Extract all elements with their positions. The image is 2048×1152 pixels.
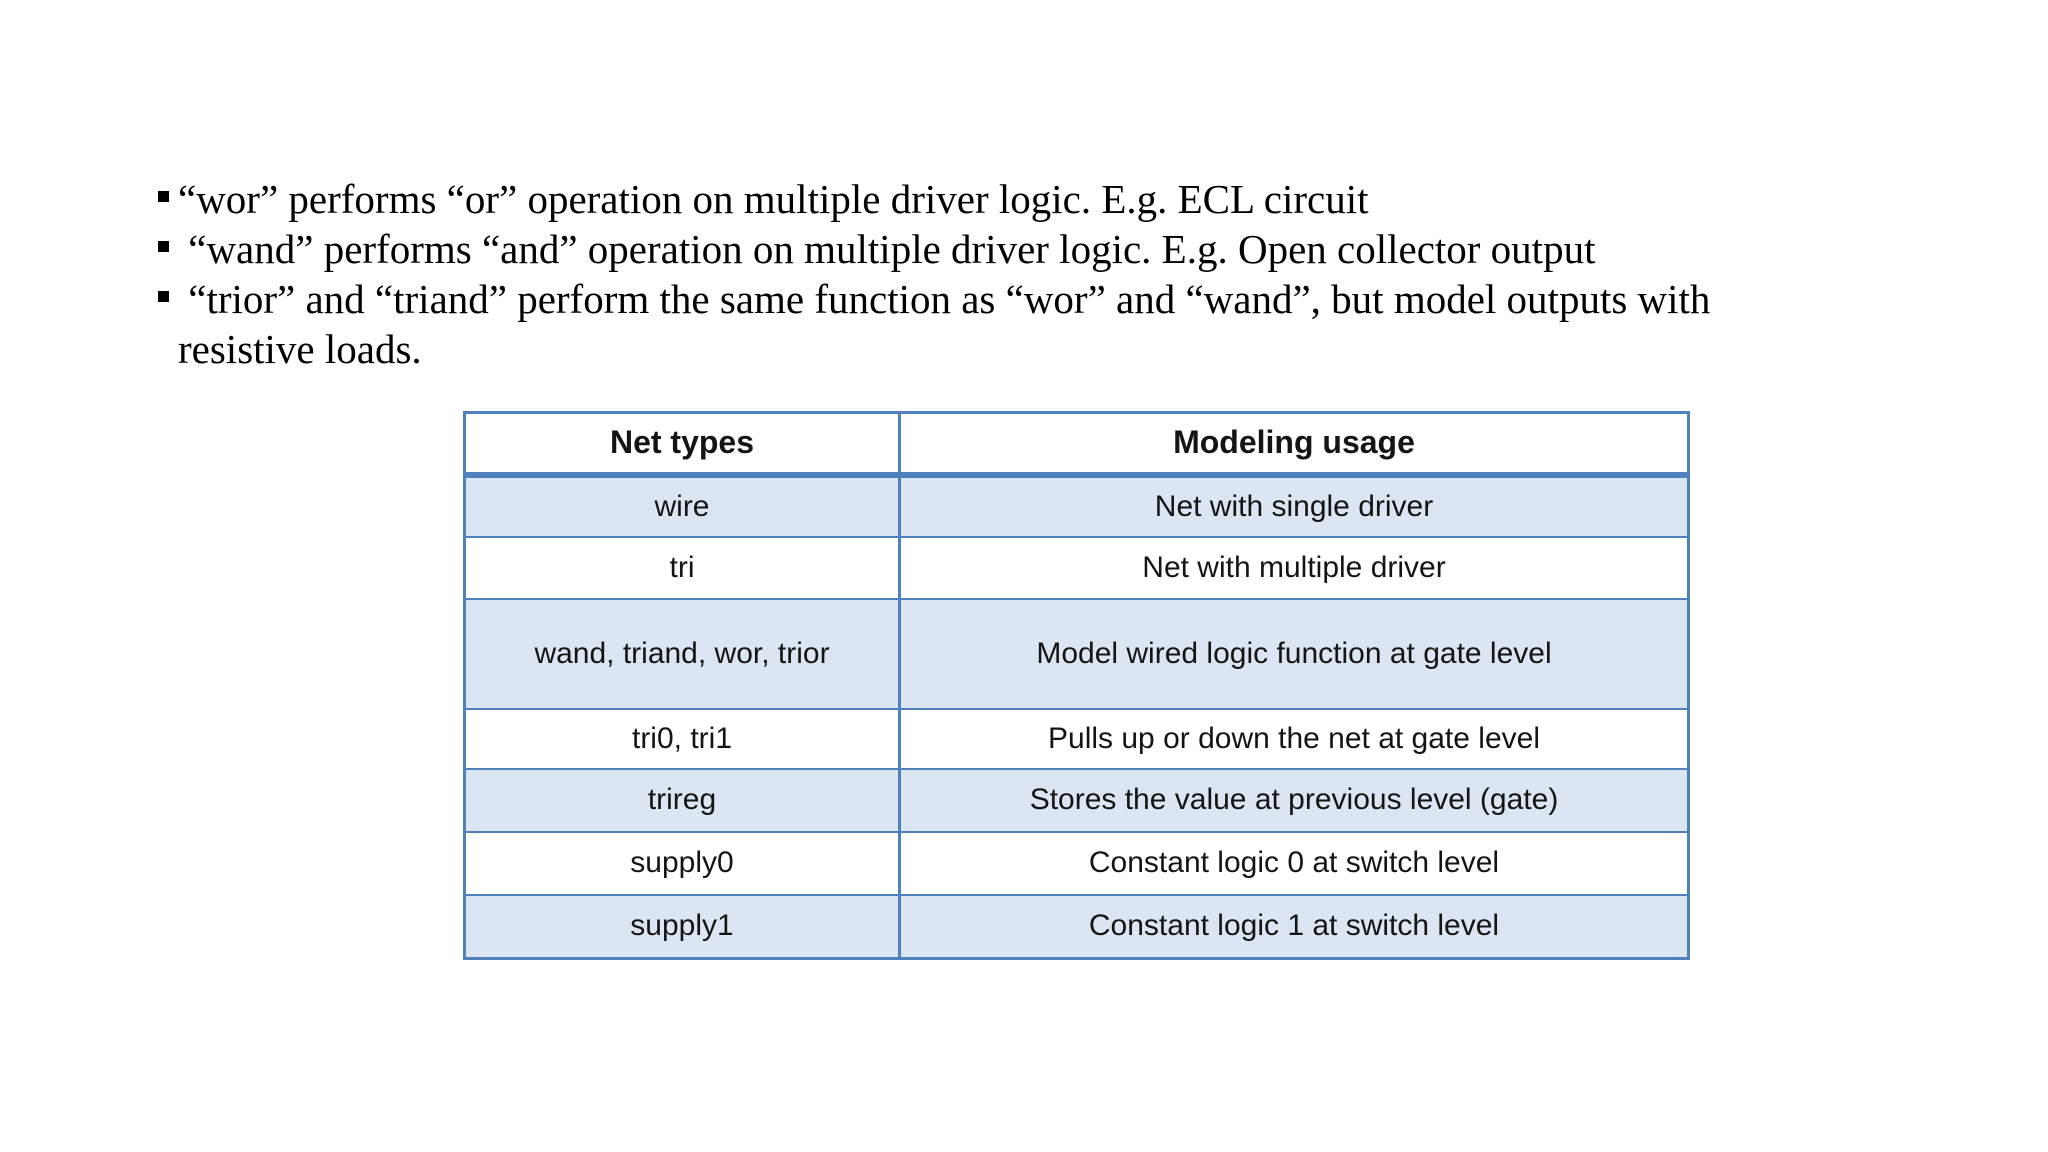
usage-cell: Model wired logic function at gate level: [898, 597, 1690, 710]
table-row-wand-triand-wor-trior: wand, triand, wor, trior Model wired log…: [463, 597, 1690, 710]
bullet-text-trior-triand: “trior” and “triand” perform the same fu…: [178, 274, 1710, 374]
usage-cell: Net with single driver: [898, 473, 1690, 538]
net-type-cell: supply1: [463, 893, 901, 960]
square-bullet-icon: [158, 191, 169, 202]
col-header-net-types: Net types: [463, 411, 901, 478]
net-type-cell: wand, triand, wor, trior: [463, 597, 901, 710]
bullet-item-wor: “wor” performs “or” operation on multipl…: [158, 174, 1878, 224]
bullet-list: “wor” performs “or” operation on multipl…: [158, 174, 1878, 374]
bullet-item-trior-triand: “trior” and “triand” perform the same fu…: [158, 274, 1878, 374]
bullet-line-2: resistive loads.: [178, 326, 422, 372]
net-type-cell: tri: [463, 535, 901, 600]
net-type-cell: supply0: [463, 830, 901, 896]
table-row-trireg: trireg Stores the value at previous leve…: [463, 767, 1690, 833]
net-types-table: Net types Modeling usage wire Net with s…: [463, 411, 1690, 960]
usage-cell: Constant logic 1 at switch level: [898, 893, 1690, 960]
usage-cell: Pulls up or down the net at gate level: [898, 707, 1690, 770]
table-header-row: Net types Modeling usage: [463, 411, 1690, 478]
bullet-text-wand: “wand” performs “and” operation on multi…: [178, 226, 1596, 272]
net-type-cell: wire: [463, 473, 901, 538]
bullet-line-1: “trior” and “triand” perform the same fu…: [178, 276, 1711, 322]
table-row-tri: tri Net with multiple driver: [463, 535, 1690, 600]
usage-cell: Constant logic 0 at switch level: [898, 830, 1690, 896]
net-type-cell: tri0, tri1: [463, 707, 901, 770]
table-row-supply1: supply1 Constant logic 1 at switch level: [463, 893, 1690, 960]
usage-cell: Net with multiple driver: [898, 535, 1690, 600]
bullet-text-wor: “wor” performs “or” operation on multipl…: [178, 176, 1369, 222]
col-header-modeling-usage: Modeling usage: [898, 411, 1690, 478]
table-row-wire: wire Net with single driver: [463, 473, 1690, 538]
table-row-supply0: supply0 Constant logic 0 at switch level: [463, 830, 1690, 896]
net-type-cell: trireg: [463, 767, 901, 833]
bullet-item-wand: “wand” performs “and” operation on multi…: [158, 224, 1878, 274]
table-row-tri0-tri1: tri0, tri1 Pulls up or down the net at g…: [463, 707, 1690, 770]
square-bullet-icon: [158, 291, 169, 302]
net-types-table-container: Net types Modeling usage wire Net with s…: [463, 411, 1690, 960]
usage-cell: Stores the value at previous level (gate…: [898, 767, 1690, 833]
square-bullet-icon: [158, 241, 169, 252]
